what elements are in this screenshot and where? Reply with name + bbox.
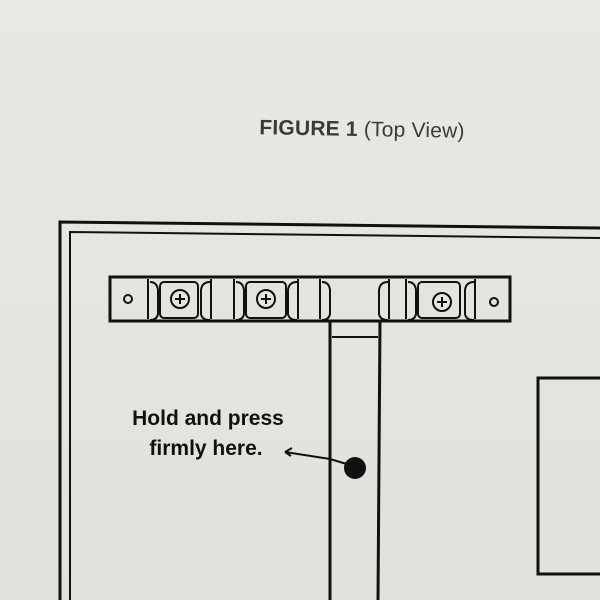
terminal-block-1 <box>149 281 211 321</box>
terminal-block-4 <box>407 281 475 321</box>
small-rivet-icon <box>123 294 133 304</box>
press-bar <box>328 320 382 600</box>
press-point-dot-icon <box>344 457 366 479</box>
callout-leader <box>284 447 351 466</box>
side-component <box>536 376 600 576</box>
callout-text-line1: Hold and press <box>132 407 284 430</box>
phillips-screw-icon <box>432 292 452 312</box>
phillips-screw-icon <box>170 289 190 309</box>
terminal-block-2 <box>235 281 298 321</box>
terminal-block-3 <box>321 281 389 321</box>
small-rivet-icon <box>489 297 499 307</box>
phillips-screw-icon <box>256 289 276 309</box>
callout-text-line2: firmly here. <box>149 437 263 460</box>
enclosure-outline <box>58 220 600 600</box>
